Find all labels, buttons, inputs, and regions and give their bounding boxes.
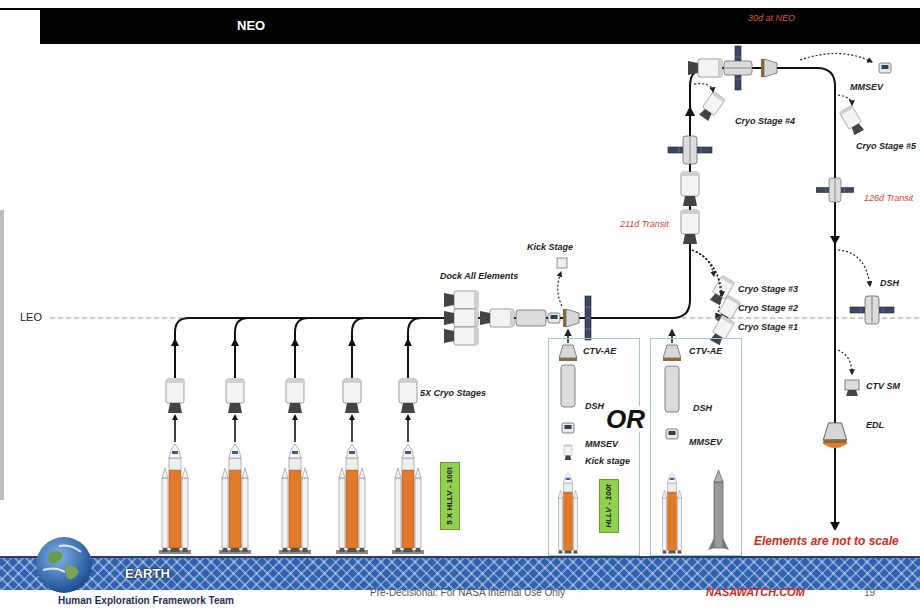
- launch-vehicles: [159, 379, 424, 554]
- element-label: MMSEV: [850, 82, 883, 92]
- element-label: EDL: [866, 420, 884, 430]
- element-label: Cryo Stage #5: [856, 141, 916, 151]
- node-label: MMSEV: [585, 439, 618, 449]
- earth-globe: [35, 536, 93, 594]
- footer-note: Pre-Decisional: For NASA Internal Use On…: [370, 587, 565, 599]
- team-name: Human Exploration Framework Team: [58, 595, 234, 607]
- launch-option-box: CTV-AE DSH MMSEV: [650, 338, 742, 556]
- note-label: 211d Transit: [620, 219, 669, 229]
- or-label: OR: [604, 406, 647, 432]
- earth-band: EARTH: [0, 556, 920, 590]
- vehicle-tag: HLLV - 100t: [604, 484, 613, 528]
- option-stacks: [558, 345, 729, 554]
- note-label: 126d Transit: [864, 193, 913, 203]
- launch-tag: 5 X HLLV - 100t: [440, 462, 460, 530]
- node-label: CTV-AE: [689, 346, 722, 356]
- node-label: MMSEV: [689, 437, 722, 447]
- transit-elements: [668, 46, 894, 448]
- element-label: DSH: [880, 278, 899, 288]
- launch-option-box: CTV-AE DSH MMSEV Kick stageHLLV - 100t: [548, 338, 640, 556]
- node-label: EARTH: [125, 567, 170, 582]
- element-label: Kick Stage: [527, 242, 573, 252]
- vehicle-tag: 5 X HLLV - 100t: [445, 467, 454, 525]
- note-label: 30d at NEO: [748, 13, 795, 23]
- element-label: Dock All Elements: [440, 271, 518, 281]
- node-label: DSH: [693, 403, 712, 413]
- element-label: Cryo Stage #1: [738, 322, 798, 332]
- page-number: 19: [864, 587, 875, 599]
- element-label: Cryo Stage #2: [738, 303, 798, 313]
- element-label: Cryo Stage #3: [738, 284, 798, 294]
- node-label: CTV-AE: [583, 346, 616, 356]
- launch-tag: HLLV - 100t: [599, 479, 619, 533]
- element-label: 5X Cryo Stages: [420, 388, 486, 398]
- node-label: DSH: [585, 401, 604, 411]
- orbit-label: LEO: [20, 311, 42, 324]
- element-label: Cryo Stage #4: [735, 116, 795, 126]
- scale-note: Elements are not to scale: [752, 535, 901, 547]
- element-label: CTV SM: [866, 381, 900, 391]
- node-label: Kick stage: [585, 456, 630, 466]
- watermark: NASAWATCH.COM: [706, 586, 805, 599]
- node-label: NEO: [237, 19, 265, 34]
